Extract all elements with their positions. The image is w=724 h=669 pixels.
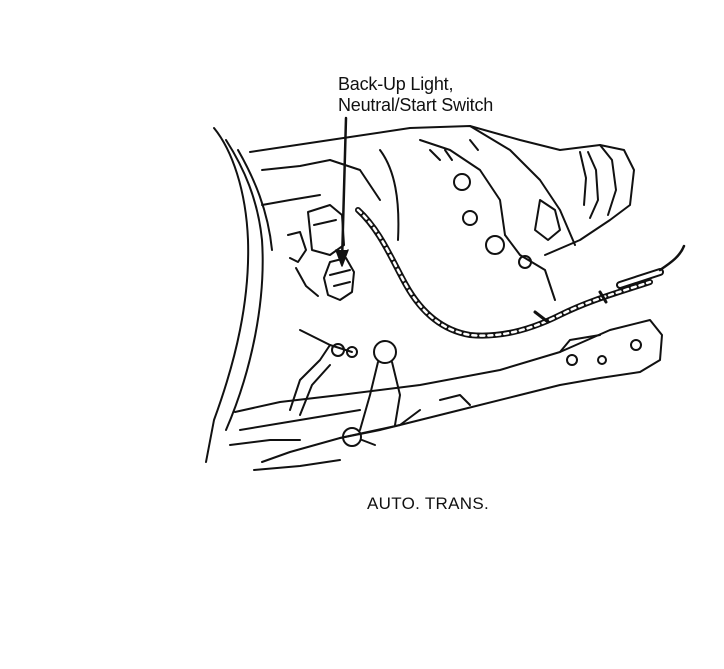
callout-label: Back-Up Light, Neutral/Start Switch xyxy=(338,74,493,116)
floor-pan-outline xyxy=(205,127,273,463)
diagram-caption: AUTO. TRANS. xyxy=(367,494,489,513)
callout-line-2: Neutral/Start Switch xyxy=(338,95,494,115)
neutral-start-switch xyxy=(287,204,355,301)
callout-arrow xyxy=(335,116,349,267)
wiring-harness xyxy=(355,207,686,339)
shift-linkage xyxy=(289,329,421,447)
transmission-case xyxy=(249,125,635,301)
callout-line-1: Back-Up Light, xyxy=(338,74,454,94)
